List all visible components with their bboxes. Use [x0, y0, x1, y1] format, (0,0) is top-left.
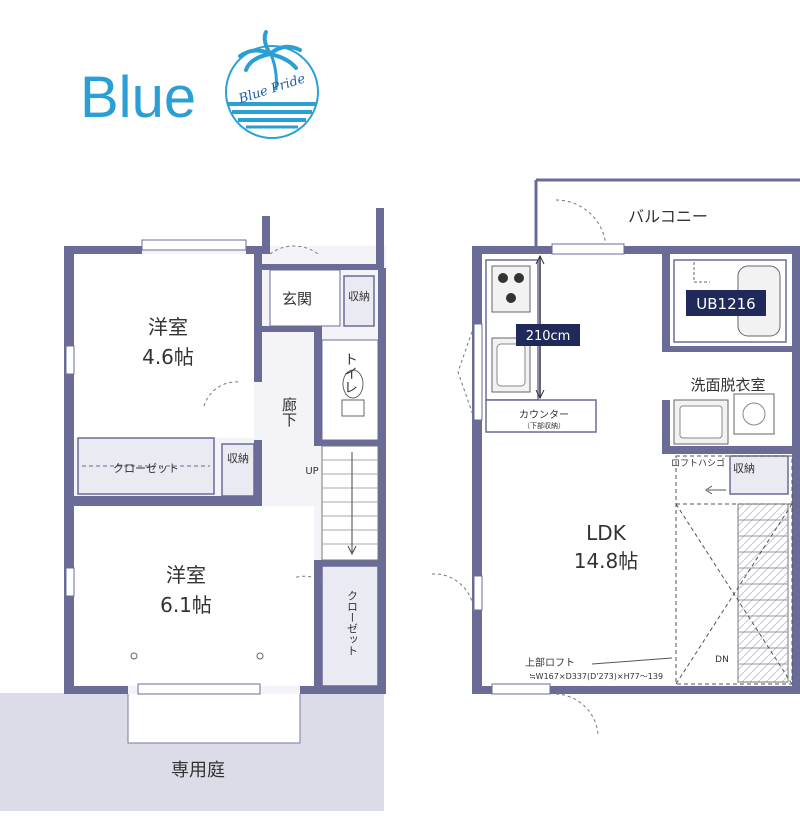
western-room-1-size: 4.6帖: [142, 345, 194, 369]
loft-label: 上部ロフト: [525, 656, 575, 669]
storage-1: [221, 443, 255, 497]
loft-ladder-label: ロフトハシゴ: [671, 457, 725, 469]
entrance: [269, 269, 341, 327]
window-ldk-left-2: [473, 575, 483, 611]
door-swing-entrance: [269, 245, 319, 255]
closet-2: [321, 565, 379, 687]
window-ldk-top: [551, 243, 625, 255]
right-walls: [472, 246, 800, 694]
sink-icon: [491, 337, 531, 393]
balcony-area: [534, 178, 800, 249]
logo: Blue Blue Pride: [80, 30, 319, 139]
door-swing-ldk: [431, 573, 475, 613]
western-room-1: [74, 254, 254, 438]
stairs-down-label: DN: [715, 655, 729, 665]
closet-1-label: クローゼット: [113, 462, 179, 475]
stairs-1f: [321, 445, 379, 561]
toilet-icon: [341, 369, 365, 417]
window-ldk-left: [473, 323, 483, 421]
ceiling-height-label: 210cm: [526, 329, 571, 344]
balcony-label: バルコニー: [628, 207, 708, 226]
storage-2-label: 収納: [348, 290, 370, 303]
stairs-up-label: UP: [305, 466, 318, 477]
door-swing-ldk-bottom: [555, 693, 599, 735]
closet-2-label: クローゼット: [346, 590, 359, 656]
window-western-1-top: [141, 239, 247, 251]
window-western-2-side: [65, 567, 75, 597]
logo-word: Blue: [80, 65, 196, 130]
washroom: [673, 393, 775, 445]
hallway-label: 廊下: [280, 397, 298, 427]
stove-icon: [491, 265, 531, 313]
window-western-2-bottom: [137, 683, 261, 695]
stairs-2f: [737, 503, 789, 683]
outlet-icon: [256, 652, 264, 660]
storage-3: [729, 455, 789, 495]
terrace-slab: [127, 692, 301, 744]
western-room-2-name: 洋室: [166, 563, 206, 587]
washroom-label: 洗面脱衣室: [690, 376, 765, 394]
western-room-2: [74, 506, 314, 686]
storage-3-label: 収納: [733, 462, 755, 475]
ldk-size: 14.8帖: [574, 549, 639, 573]
ceiling-height-badge: [516, 324, 580, 346]
door-swing-western-2: [293, 575, 323, 583]
left-walls: [64, 208, 386, 694]
logo-emblem-icon: Blue Pride: [225, 30, 319, 139]
bath-label: UB1216: [696, 295, 755, 313]
loft-outline: [675, 455, 793, 685]
counter-note: （下部収納）: [523, 421, 565, 430]
counter-label: カウンター: [519, 409, 569, 421]
western-room-2-size: 6.1帖: [160, 593, 212, 617]
window-swing-icon: [457, 325, 475, 419]
storage-2: [343, 275, 375, 327]
outlet-icon: [130, 652, 138, 660]
closet-1: [77, 437, 215, 495]
window-ldk-bottom: [491, 683, 551, 695]
window-western-1-side: [65, 345, 75, 375]
toilet-label: トイレ: [342, 352, 358, 394]
ldk-name: LDK: [586, 521, 627, 545]
garden-label: 専用庭: [171, 760, 225, 781]
bath-badge: [686, 290, 766, 316]
storage-1-label: 収納: [227, 452, 249, 465]
loft-dims: ≒W167×D337(D'273)×H77～139: [529, 672, 663, 681]
entrance-label: 玄関: [282, 290, 312, 308]
western-room-1-name: 洋室: [148, 315, 188, 339]
loft-leader-line: [591, 657, 673, 665]
